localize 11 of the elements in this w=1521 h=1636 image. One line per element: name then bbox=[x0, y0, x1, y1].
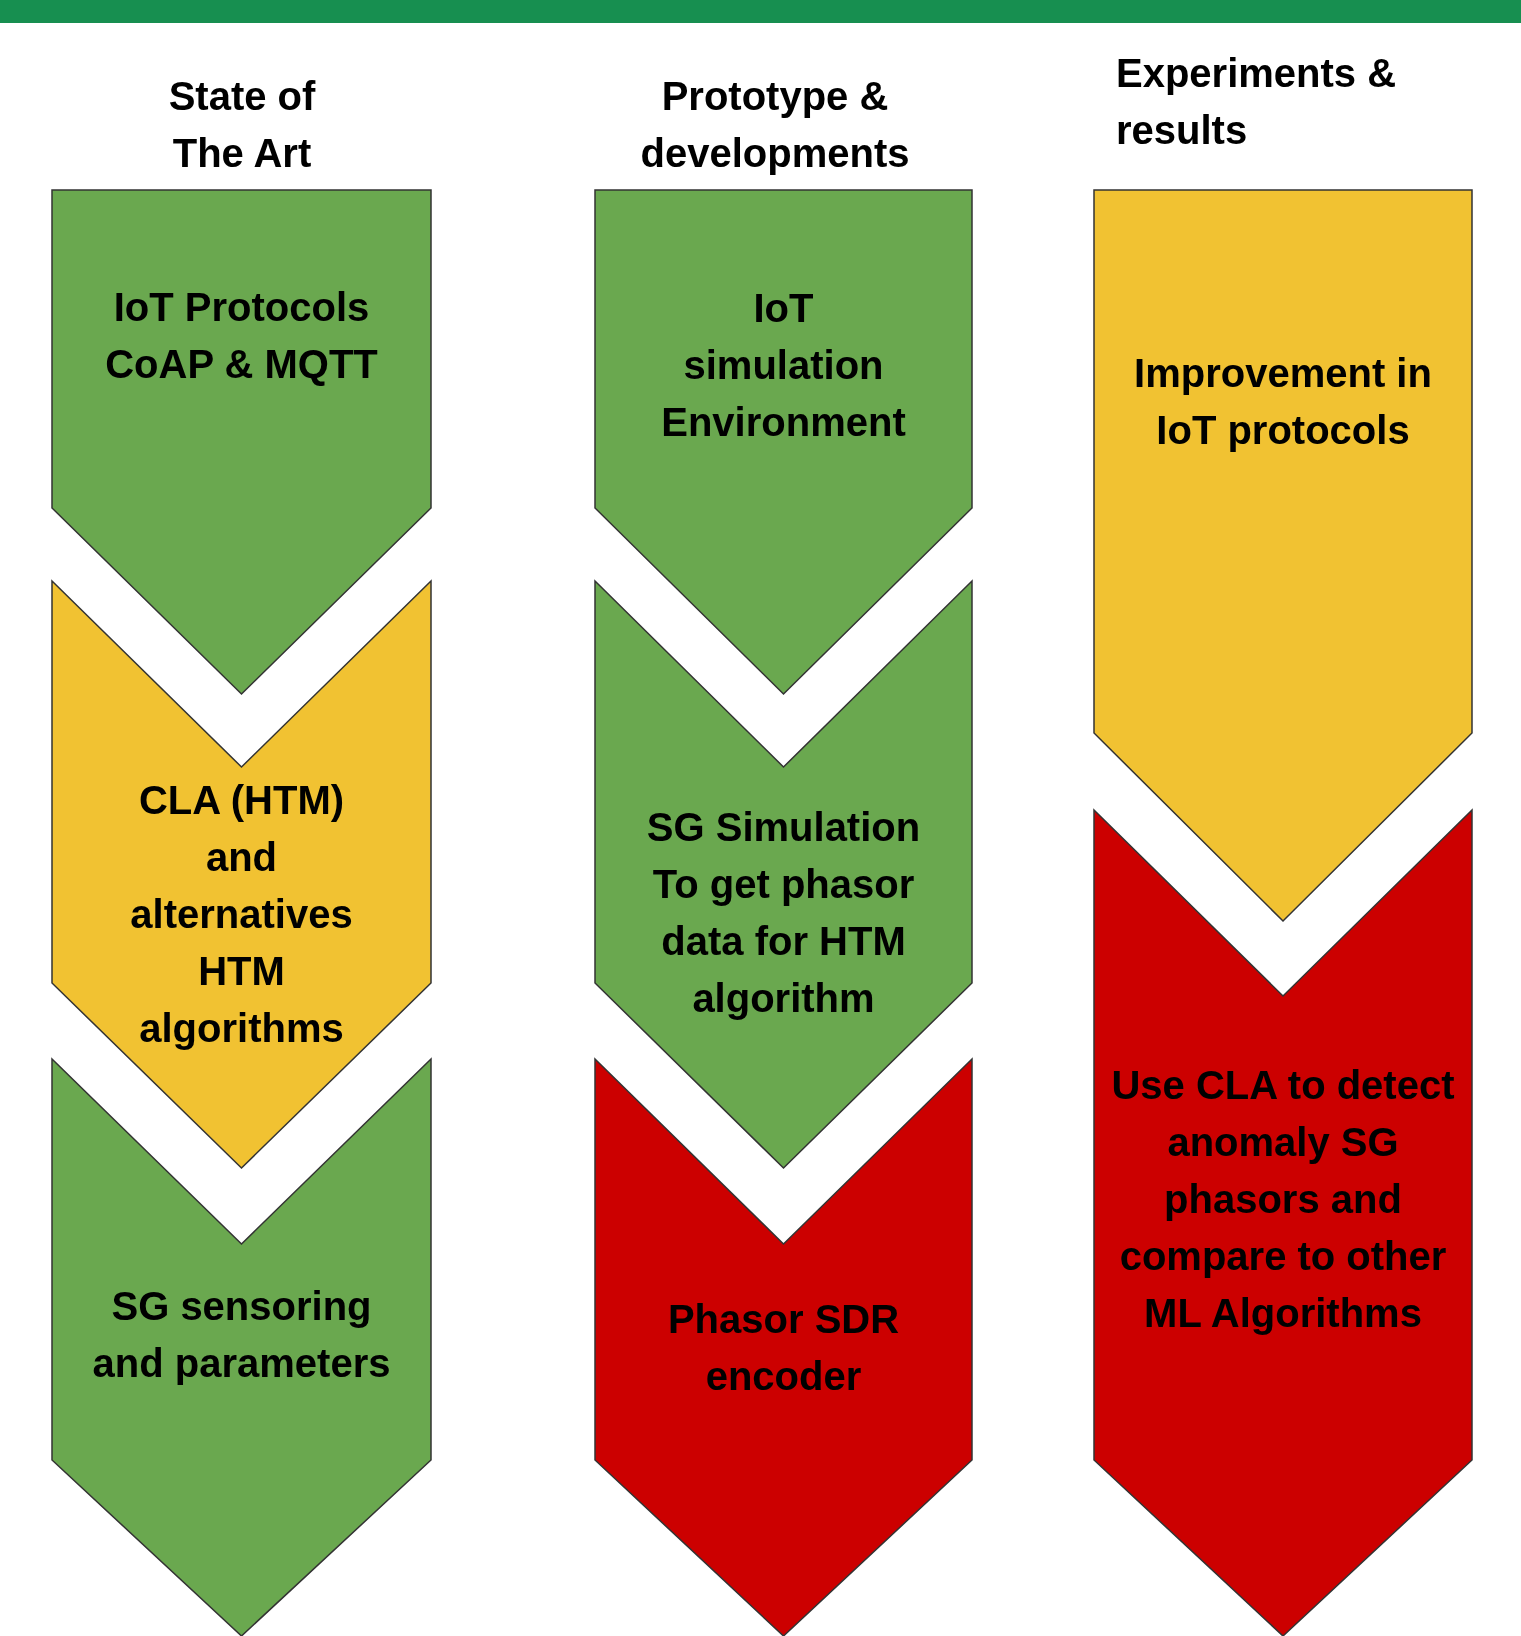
step-text: Improvement in IoT protocols bbox=[1133, 350, 1433, 454]
step-text: CLA (HTM) and alternatives HTM algorithms bbox=[129, 776, 354, 1052]
column-heading: Experiments & results bbox=[1116, 50, 1398, 154]
step-text: Use CLA to detect anomaly SG phasors and compare to other ML Algorithms bbox=[1110, 1061, 1456, 1337]
step-text: Phasor SDR encoder bbox=[666, 1296, 901, 1400]
step-text: IoT simulation Environment bbox=[660, 284, 907, 446]
step-text: SG sensoring and parameters bbox=[91, 1283, 392, 1387]
column-heading: State of The Art bbox=[167, 73, 317, 177]
column-heading: Prototype & developments bbox=[639, 73, 911, 177]
step-text: IoT Protocols CoAP & MQTT bbox=[104, 284, 379, 388]
step-text: SG Simulation To get phasor data for HTM algorithm bbox=[646, 804, 921, 1022]
